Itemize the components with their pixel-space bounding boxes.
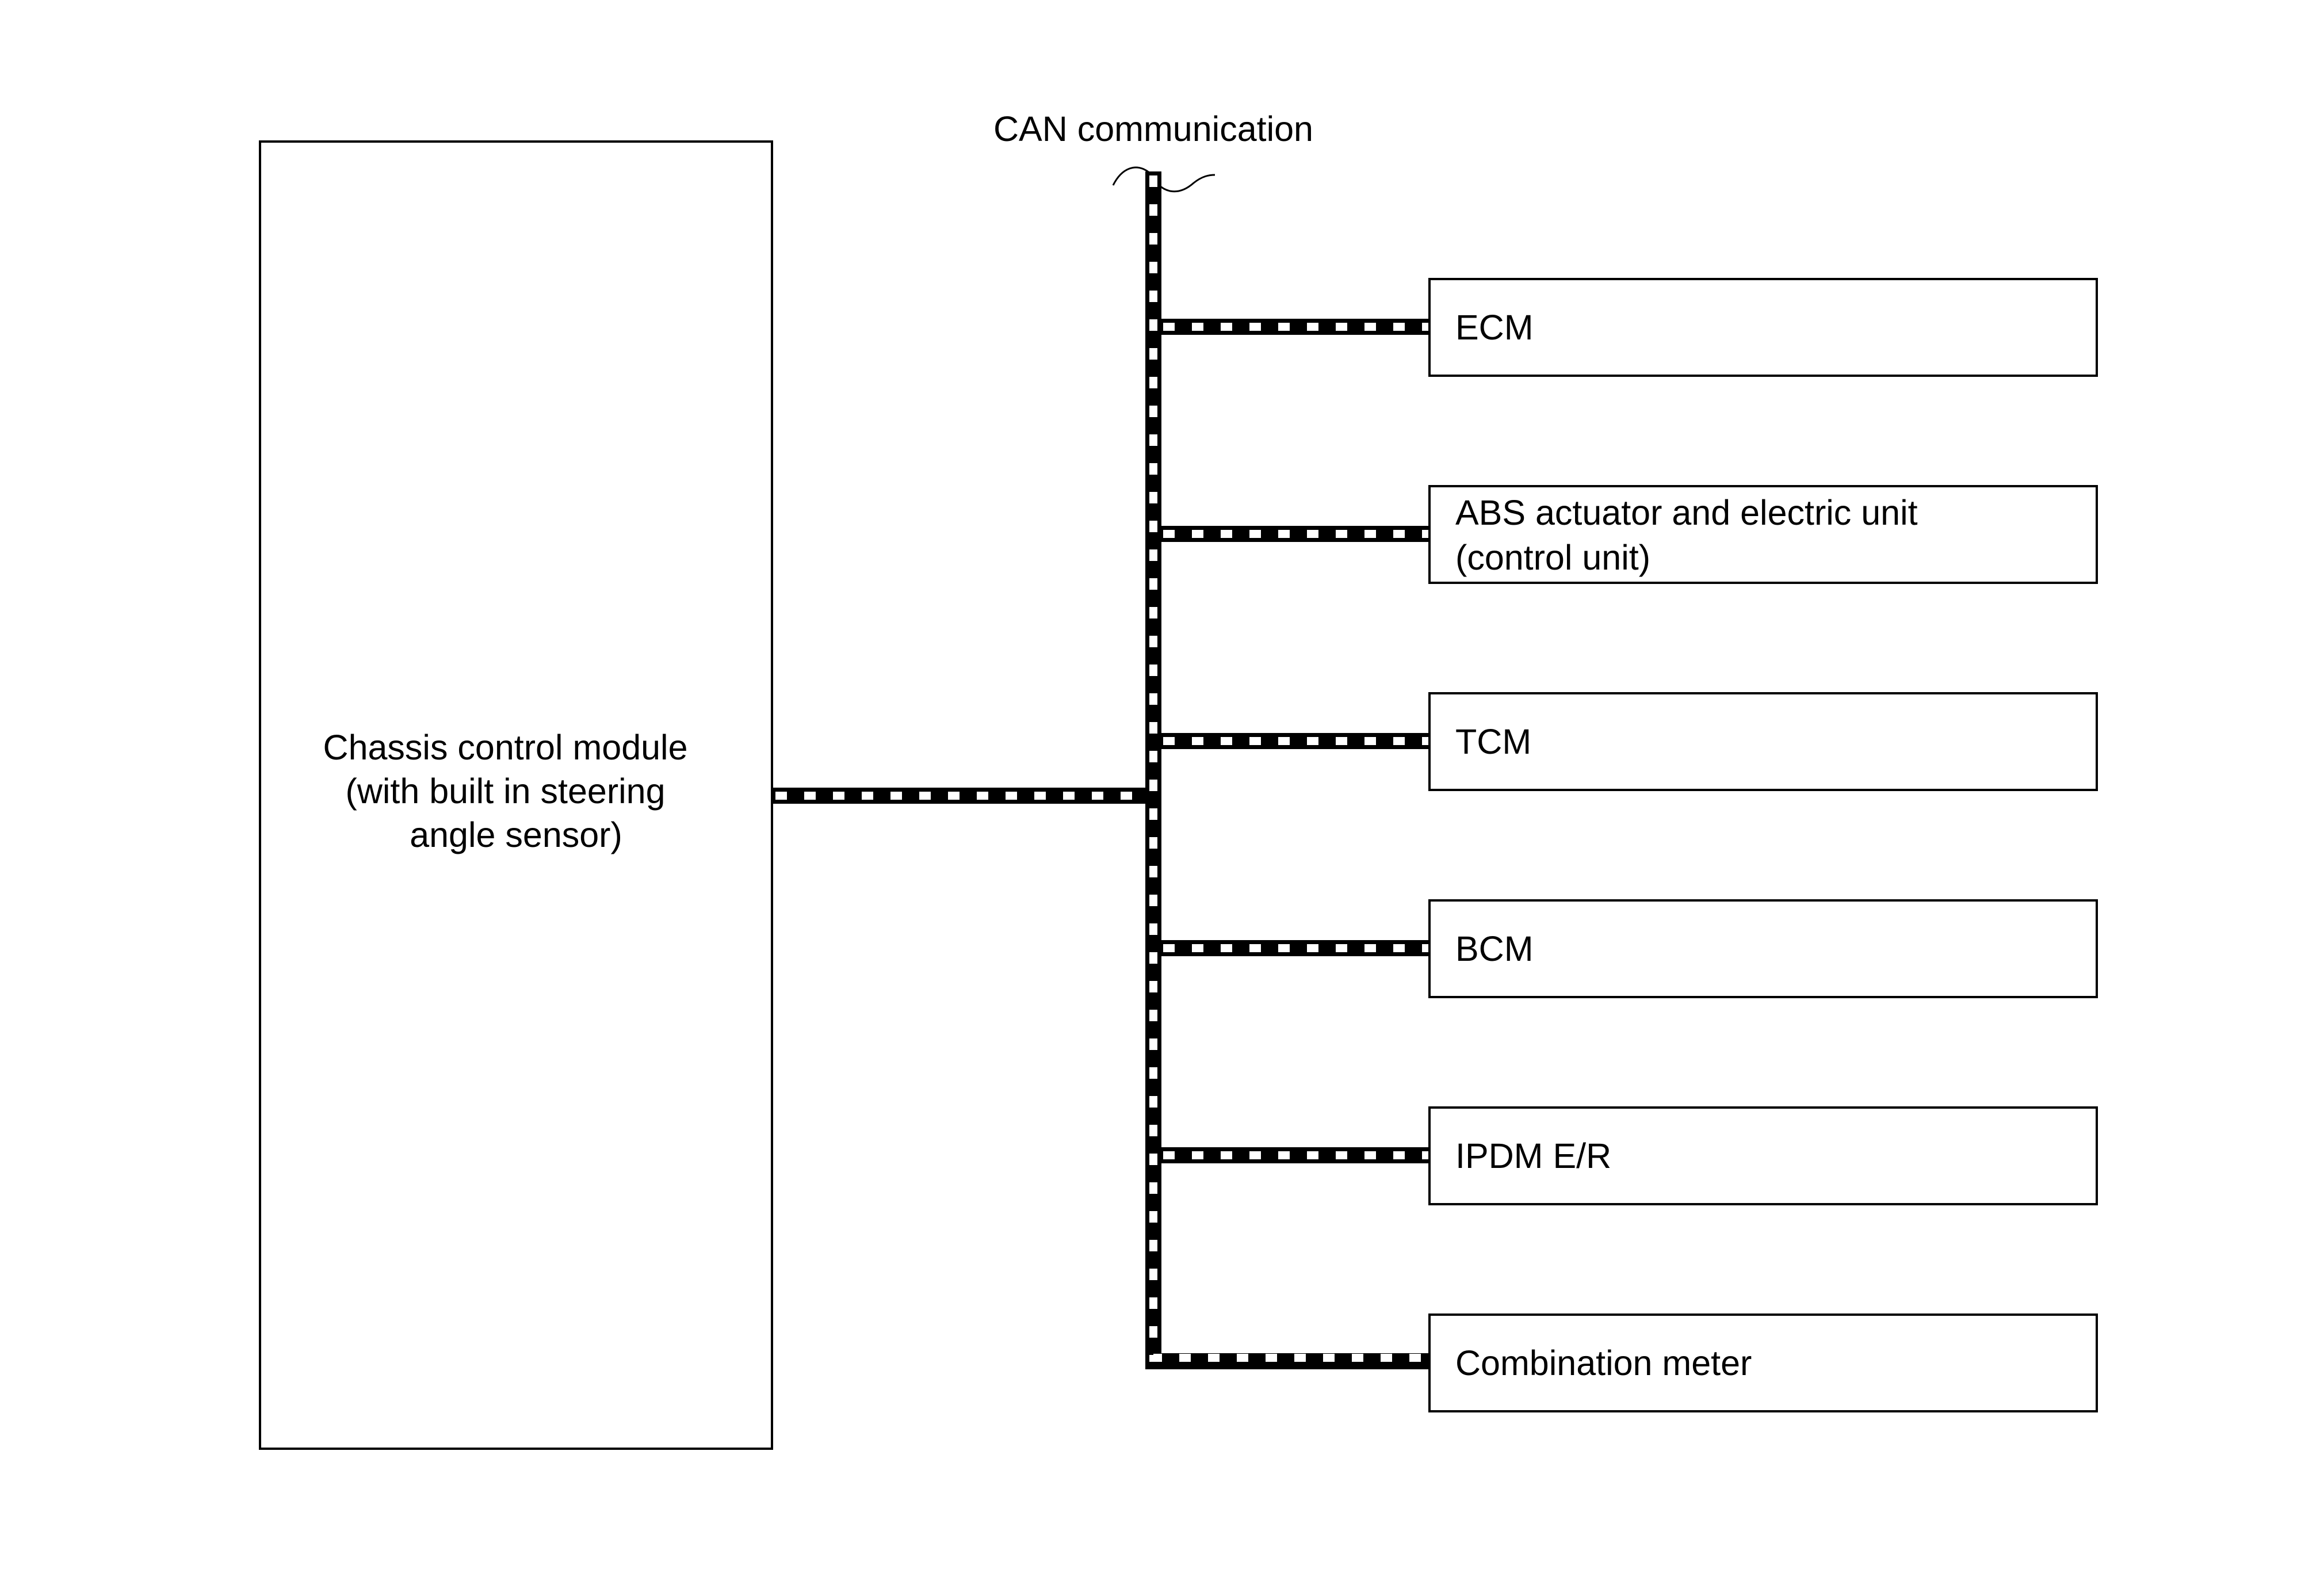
unit-box-ecm bbox=[1428, 278, 2098, 377]
chassis-control-module-label: Chassis control module (with built in st… bbox=[323, 728, 698, 854]
unit-box-tcm bbox=[1428, 692, 2098, 791]
can-bus bbox=[772, 171, 1429, 1369]
unit-box-ipdm bbox=[1428, 1106, 2098, 1205]
unit-label-tcm: TCM bbox=[1455, 722, 1531, 761]
unit-label-ipdm: IPDM E/R bbox=[1455, 1136, 1611, 1175]
unit-tcm: TCM bbox=[1428, 692, 2098, 791]
can-label-brace bbox=[1112, 166, 1215, 193]
unit-box-abs bbox=[1428, 485, 2098, 584]
unit-label-abs: ABS actuator and electric unit (control … bbox=[1455, 493, 1928, 577]
unit-label-combination-meter: Combination meter bbox=[1455, 1343, 1752, 1383]
can-communication-label: CAN communication bbox=[993, 109, 1313, 148]
chassis-control-module-line-1: Chassis control module bbox=[323, 728, 688, 767]
unit-box-combination-meter bbox=[1428, 1313, 2098, 1412]
unit-ipdm: IPDM E/R bbox=[1428, 1106, 2098, 1205]
chassis-control-module-line-3: angle sensor) bbox=[410, 815, 622, 854]
chassis-control-module-box bbox=[259, 140, 773, 1450]
unit-bcm: BCM bbox=[1428, 899, 2098, 998]
can-bus-trunk-dashes bbox=[1149, 175, 1429, 1362]
unit-label-ecm: ECM bbox=[1455, 308, 1534, 347]
unit-label-abs-line-2: (control unit) bbox=[1455, 538, 1650, 577]
unit-box-bcm bbox=[1428, 899, 2098, 998]
chassis-control-module-line-2: (with built in steering bbox=[346, 772, 666, 811]
unit-combination-meter: Combination meter bbox=[1428, 1313, 2098, 1412]
unit-label-bcm: BCM bbox=[1455, 929, 1534, 968]
unit-label-abs-line-1: ABS actuator and electric unit bbox=[1455, 493, 1918, 532]
unit-abs: ABS actuator and electric unit (control … bbox=[1428, 485, 2098, 584]
can-bus-trunk bbox=[1145, 171, 1429, 1369]
unit-ecm: ECM bbox=[1428, 278, 2098, 377]
